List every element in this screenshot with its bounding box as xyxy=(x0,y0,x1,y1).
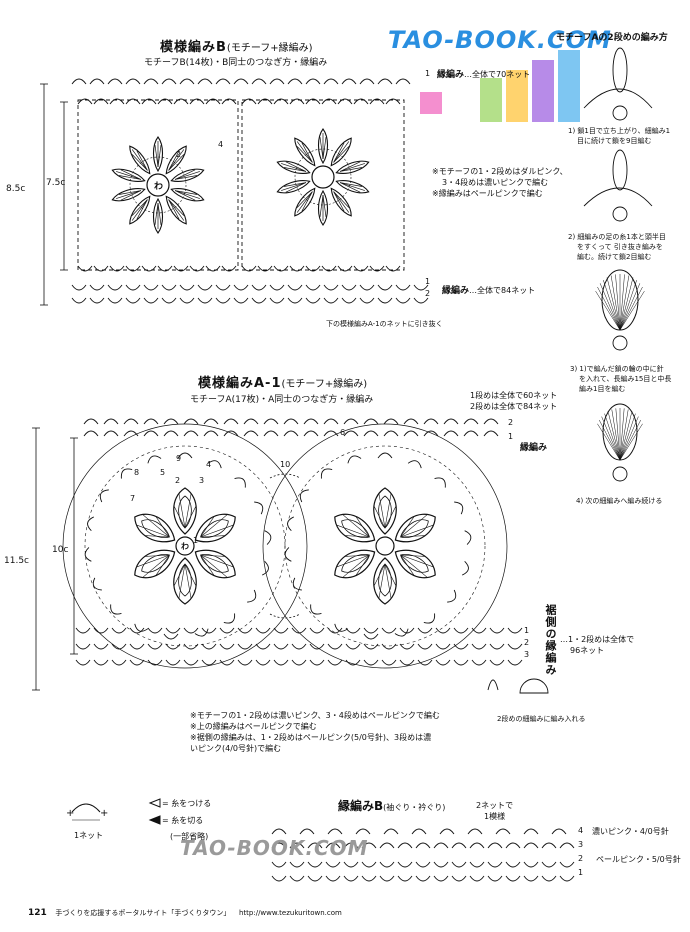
pattern-b-top-row: 1 xyxy=(425,69,431,78)
watermark-blocks xyxy=(420,50,590,130)
page-footer: 121 手づくりを応援するポータルサイト「手づくりタウン」 http://www… xyxy=(28,908,342,918)
pattern-a1-round-8: 8 xyxy=(134,468,140,477)
edge-b-row-2: 2 xyxy=(578,854,584,863)
pattern-a1-round-9: 9 xyxy=(176,454,182,463)
edge-b-title: 縁編みB(袖ぐり・衿ぐり) xyxy=(338,799,446,813)
pattern-b-round-4: 4 xyxy=(218,140,224,149)
edge-b-hook-pale: ペールピンク・5/0号針 xyxy=(596,855,681,864)
pattern-a1-sleeve-row-1: 1 xyxy=(524,626,530,635)
pattern-a1-title: 模様編みA-1(モチーフ+縁編み) xyxy=(198,376,368,391)
pattern-b-color-notes: ※モチーフの1・2段めはダルピンク、 3・4段めは濃いピンクで編む ※縁編みはペ… xyxy=(432,167,568,198)
pattern-a1-dim-inner: 10c xyxy=(52,545,69,555)
pattern-a1-round-4: 4 xyxy=(206,460,212,469)
pattern-a1-round-10: 10 xyxy=(280,460,291,469)
pattern-a1-round-3: 3 xyxy=(199,476,205,485)
motif-a-steps-title: モチーフAの2段めの編み方 xyxy=(556,33,668,43)
pattern-a1-color-notes: ※モチーフの1・2段めは濃いピンク、3・4段めはペールピンクで編む ※上の縁編み… xyxy=(190,711,440,753)
pattern-b-dim-inner: 7.5c xyxy=(46,178,66,188)
legend-partial: (一部省略) xyxy=(170,832,209,841)
pattern-a1-sleeve-row-2: 2 xyxy=(524,638,530,647)
pattern-a1-round-5: 5 xyxy=(160,468,166,477)
legend-net: 1ネット xyxy=(74,831,104,840)
svg-text:+: + xyxy=(100,808,108,819)
edge-b-row-1: 1 xyxy=(578,868,584,877)
pattern-a1-sleeve-row-3: 3 xyxy=(524,650,530,659)
edge-b-row-3: 3 xyxy=(578,840,584,849)
svg-text:+: + xyxy=(66,808,74,819)
pattern-b-top-edge: 縁編み…全体で70ネット xyxy=(437,70,531,80)
pattern-a1-sleeve-label: 裾側の縁編み xyxy=(544,604,557,676)
edge-b-row-4: 4 xyxy=(578,826,584,835)
pattern-b-title: 模様編みB(モチーフ+縁編み) xyxy=(160,40,313,55)
pattern-a1-round-2: 2 xyxy=(175,476,181,485)
pattern-a1-subtitle: モチーフA(17枚)・A同士のつなぎ方・縁編み xyxy=(190,395,374,405)
pattern-a1-insert-note: 2段めの細編みに編み入れる xyxy=(497,715,586,723)
pattern-b-center-mark: わ xyxy=(154,182,164,192)
pattern-a1-round-7: 7 xyxy=(130,494,136,503)
pattern-b-subtitle: モチーフB(14枚)・B同士のつなぎ方・縁編み xyxy=(144,58,328,68)
pattern-b-bottom-row-1: 1 xyxy=(425,277,431,286)
motif-a-step-3: 3) 1)で編んだ鎖の輪の中に針を入れて、長編み15目と中長編み1目を編む xyxy=(570,365,672,393)
footer-url[interactable]: http://www.tezukuritown.com xyxy=(238,909,342,917)
edge-b-hook-dark: 濃いピンク・4/0号針 xyxy=(592,827,669,836)
pattern-a1-round-1: 1 xyxy=(193,536,199,545)
motif-a-step-2: 2) 細編みの足の糸1本と頭半目をすくって 引き抜き編みを編む。続けて鎖2目編む xyxy=(568,233,666,261)
pattern-a1-edge-label: 縁編み xyxy=(520,443,548,453)
pattern-a1-center-mark: わ xyxy=(181,542,189,551)
legend-attach: = 糸をつける xyxy=(162,799,212,808)
legend-cut: = 糸を切る xyxy=(162,816,204,825)
watermark-top: TAO-BOOK.COM xyxy=(388,26,612,54)
motif-a-step-4: 4) 次の細編みへ編み続ける xyxy=(576,497,663,505)
pattern-b-bottom-edge: 縁編み…全体で84ネット xyxy=(442,286,536,296)
pattern-b-dim-outer: 8.5c xyxy=(6,184,26,194)
pattern-a1-round-6: 6 xyxy=(340,428,346,437)
pattern-a1-dim-outer: 11.5c xyxy=(4,556,29,566)
pattern-b-bottom-row-2: 2 xyxy=(425,289,431,298)
pattern-a1-row-1: 1 xyxy=(508,432,514,441)
pattern-b-join-note: 下の模様編みA-1のネットに引き抜く xyxy=(326,320,443,328)
pattern-a1-row-2: 2 xyxy=(508,418,514,427)
watermark-bottom: TAO-BOOK.COM xyxy=(180,836,369,860)
pattern-b-round-2: 2 xyxy=(176,150,182,159)
